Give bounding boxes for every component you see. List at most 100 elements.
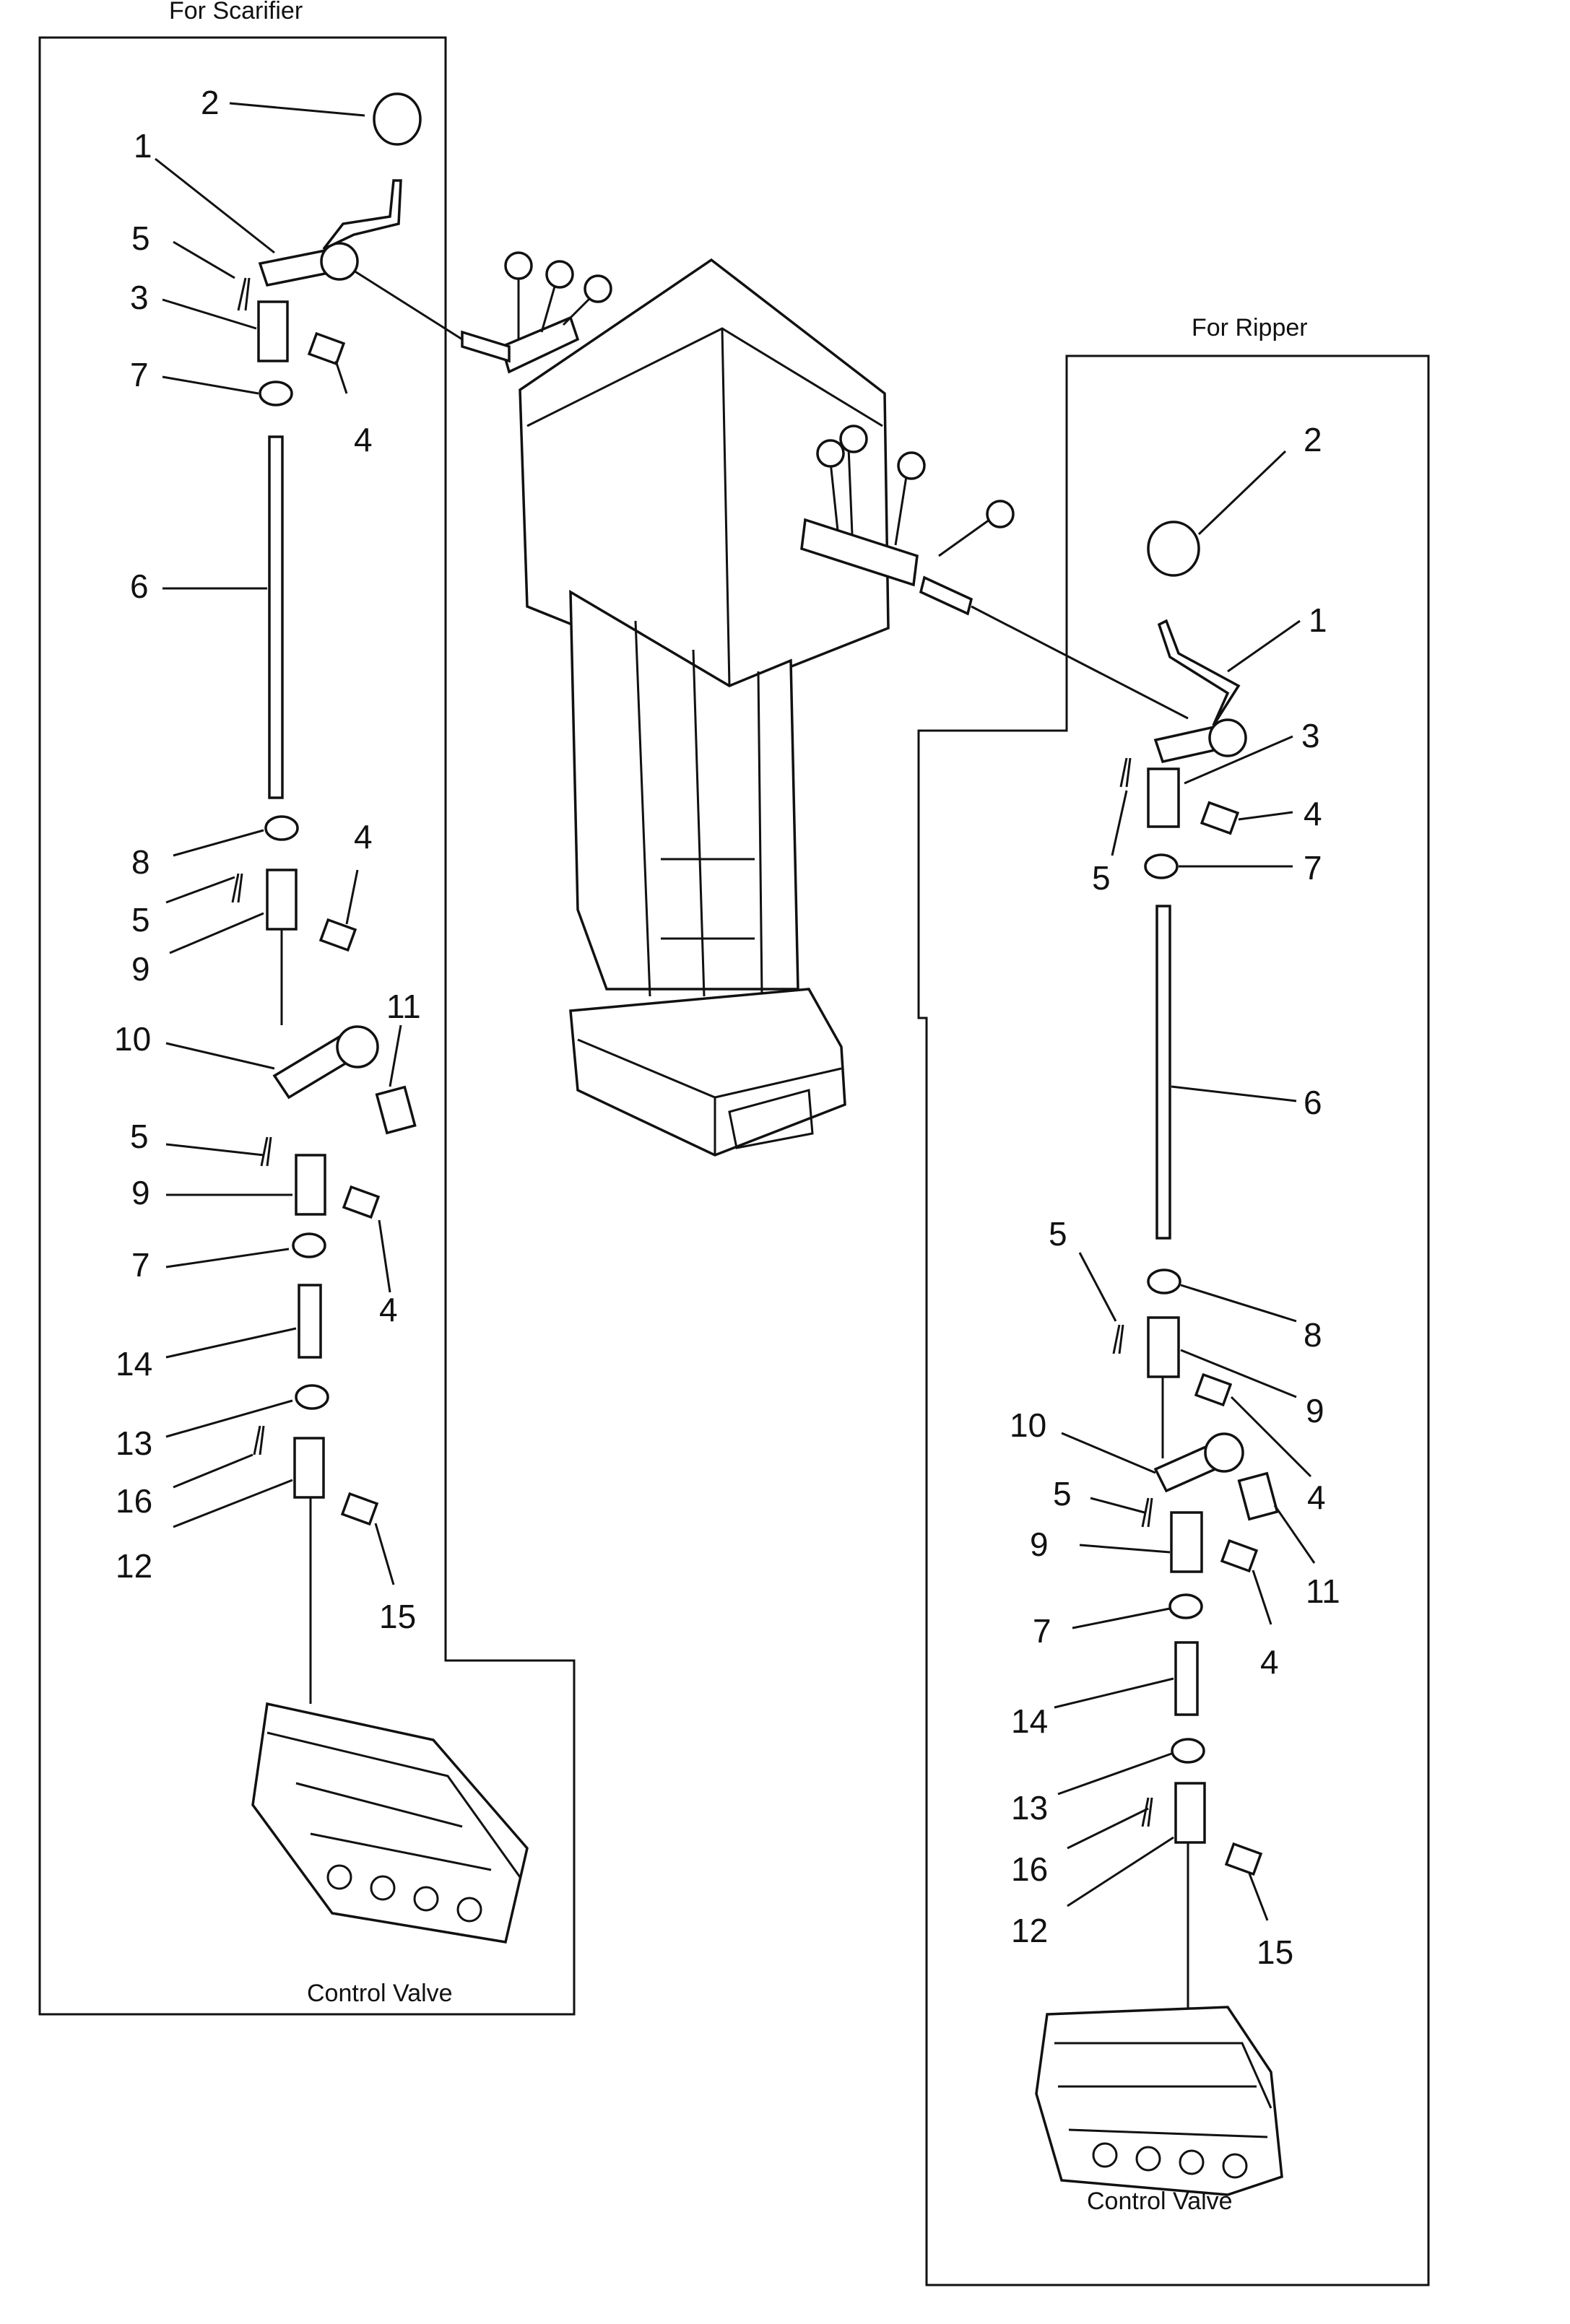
callout-label: 14 [116, 1345, 152, 1383]
pin-icon [307, 331, 346, 366]
callout-label: 14 [1011, 1702, 1048, 1740]
nut-icon [292, 1232, 326, 1258]
bushing-icon [375, 1085, 417, 1135]
ripper-panel-title: For Ripper [1192, 314, 1308, 341]
callout-label: 1 [134, 127, 152, 165]
scarifier-panel-outline [38, 36, 576, 2016]
control-valve-icon [1035, 2006, 1283, 2196]
cotter-pin-icon [231, 873, 243, 903]
callout-label: 15 [1257, 1933, 1293, 1971]
callout-label: 15 [379, 1598, 416, 1635]
nut-icon [295, 1384, 329, 1410]
clevis-icon [1147, 767, 1180, 828]
scarifier-lever-bank [461, 251, 612, 374]
callout-label: 9 [131, 1174, 150, 1211]
scarifier-parts [231, 92, 529, 1944]
callout-label: 4 [1260, 1643, 1279, 1681]
nut-icon [1144, 853, 1179, 879]
pin-icon [1224, 1842, 1263, 1876]
ripper-panel-outline [917, 354, 1430, 2286]
callout-label: 11 [386, 988, 421, 1025]
callout-label: 7 [1033, 1612, 1051, 1650]
callout-label: 4 [1304, 795, 1322, 832]
bushing-icon [1237, 1471, 1279, 1521]
ripper-lever-bank [800, 425, 1015, 616]
ripper-callouts: 2 1 3 4 5 7 6 5 8 9 10 4 5 11 9 4 7 14 [1010, 421, 1340, 1971]
control-valve-icon [251, 1702, 529, 1944]
nut-icon [1147, 1268, 1181, 1294]
callout-label: 8 [1304, 1316, 1322, 1354]
cotter-pin-icon [1141, 1797, 1153, 1827]
callout-label: 5 [1053, 1475, 1072, 1513]
callout-label: 5 [130, 1118, 149, 1155]
pin-icon [1194, 1372, 1233, 1407]
callout-label: 3 [130, 279, 149, 316]
knob-icon [373, 92, 422, 146]
callout-label: 8 [131, 843, 150, 881]
pin-icon [318, 918, 357, 952]
pin-icon [342, 1185, 381, 1219]
callout-label: 7 [1304, 849, 1322, 887]
pin-icon [340, 1492, 379, 1526]
callout-label: 16 [116, 1482, 152, 1520]
callout-label: 3 [1301, 717, 1320, 754]
callout-label: 9 [1306, 1392, 1324, 1429]
cotter-pin-icon [1112, 1324, 1124, 1354]
rod-icon [1155, 905, 1171, 1240]
callout-label: 13 [1011, 1789, 1048, 1827]
callout-label: 5 [1049, 1215, 1067, 1253]
clevis-icon [1147, 1316, 1180, 1378]
scarifier-lever-connection-line [353, 269, 463, 341]
callout-label: 4 [379, 1291, 398, 1328]
callout-label: 16 [1011, 1850, 1048, 1888]
callout-label: 9 [131, 950, 150, 988]
callout-label: 10 [1010, 1406, 1046, 1444]
ripper-lever-connection-line [971, 605, 1189, 720]
callout-label: 4 [354, 421, 373, 458]
callout-label: 7 [130, 356, 149, 393]
cotter-pin-icon [260, 1136, 272, 1167]
nut-icon [1168, 1593, 1203, 1619]
cotter-pin-icon [253, 1425, 265, 1455]
callout-label: 4 [354, 818, 373, 856]
callout-label: 12 [1011, 1912, 1048, 1949]
clevis-icon [1170, 1511, 1203, 1573]
callout-label: 11 [1306, 1572, 1340, 1610]
threaded-rod-icon [298, 1284, 322, 1359]
clevis-icon [266, 869, 298, 931]
scarifier-control-valve-label: Control Valve [307, 1980, 453, 2007]
callout-label: 12 [116, 1547, 152, 1585]
callout-label: 6 [1304, 1084, 1322, 1121]
clevis-icon [293, 1437, 325, 1499]
bellcrank-icon [1153, 1432, 1244, 1493]
callout-label: 2 [1304, 421, 1322, 458]
cotter-pin-icon [237, 277, 251, 311]
clevis-icon [257, 300, 289, 362]
callout-label: 5 [131, 219, 150, 257]
pin-icon [1220, 1539, 1259, 1573]
rod-icon [268, 435, 284, 799]
callout-label: 2 [201, 84, 220, 121]
nut-icon [259, 380, 293, 406]
ripper-parts [1035, 521, 1283, 2196]
cotter-pin-icon [1119, 757, 1132, 788]
pin-icon [1200, 801, 1240, 835]
scarifier-panel-title: For Scarifier [169, 0, 303, 25]
knob-icon [1147, 521, 1200, 577]
threaded-rod-icon [1174, 1641, 1199, 1716]
clevis-icon [295, 1154, 326, 1216]
control-console [461, 251, 1015, 1157]
callout-label: 5 [131, 901, 150, 939]
callout-label: 7 [131, 1246, 150, 1284]
callout-label: 6 [130, 567, 149, 605]
cotter-pin-icon [1141, 1497, 1153, 1528]
callout-label: 1 [1309, 601, 1327, 639]
nut-icon [264, 815, 299, 841]
callout-label: 4 [1307, 1479, 1326, 1516]
bellcrank-icon [272, 1025, 379, 1100]
callout-label: 13 [116, 1424, 152, 1462]
callout-label: 9 [1030, 1526, 1049, 1563]
callout-label: 10 [114, 1020, 151, 1058]
clevis-icon [1174, 1782, 1206, 1844]
